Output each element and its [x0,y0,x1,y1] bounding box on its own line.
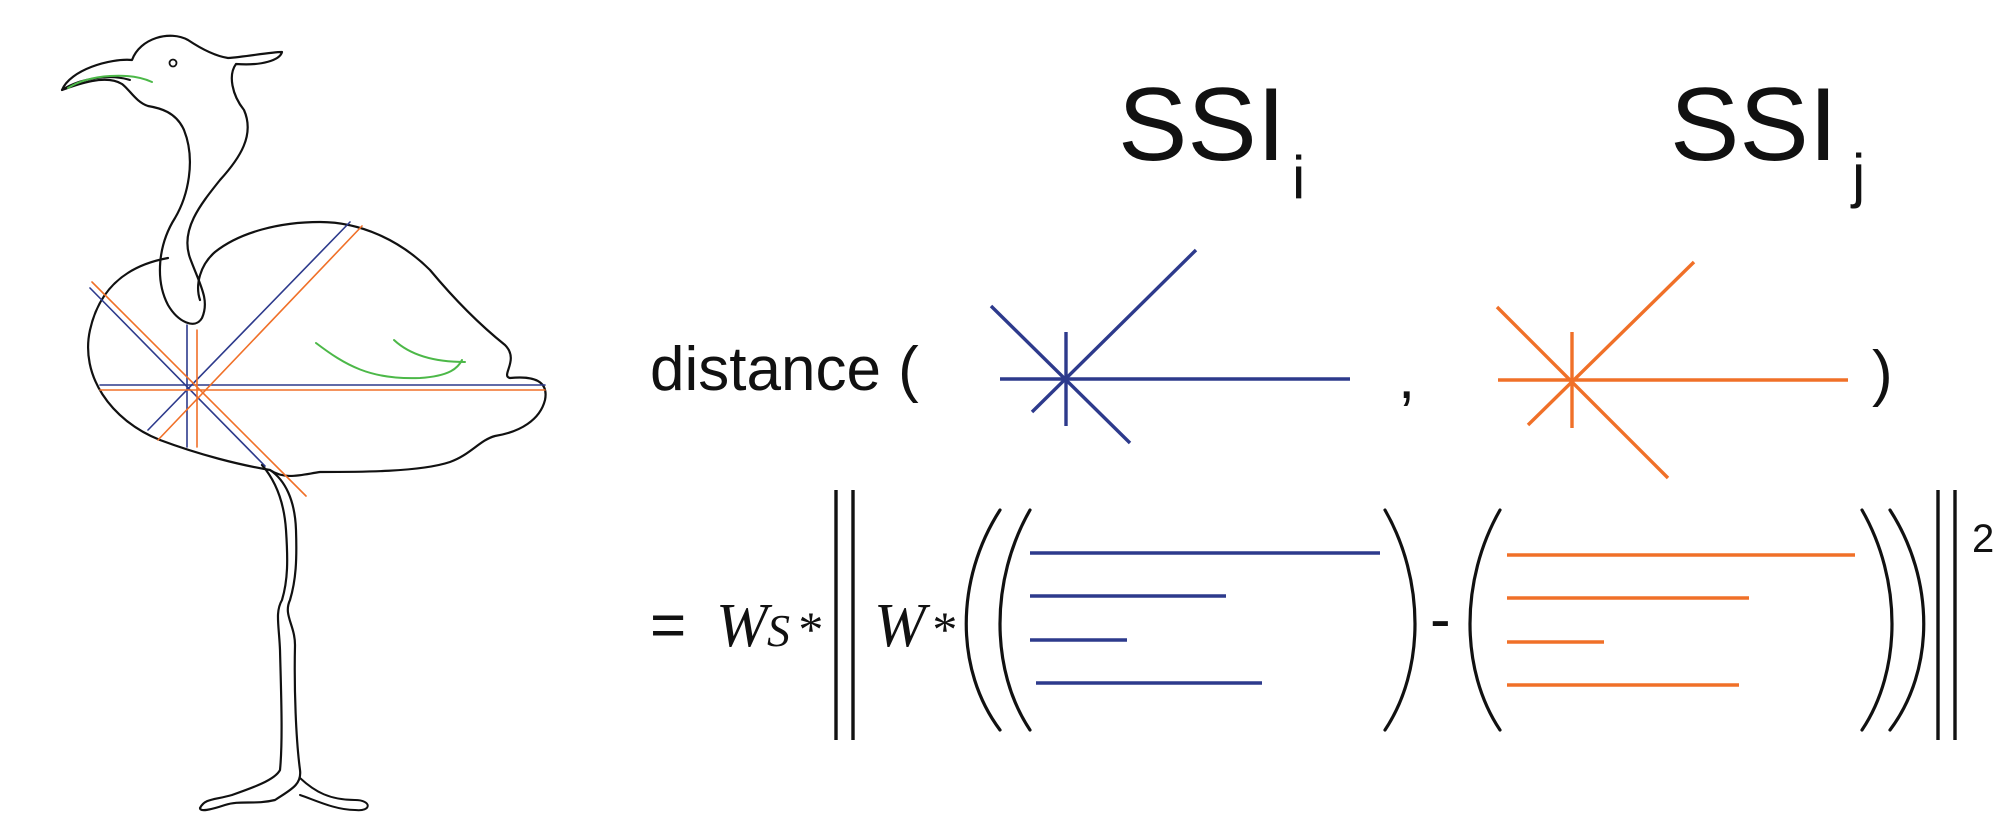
comma-separator: , [1398,343,1415,412]
minus-sign: - [1430,585,1451,654]
bird-body [87,220,547,477]
norm-bars-left [834,490,855,740]
multiply-star-2: * [930,601,955,657]
bird-blue-diag-up [147,221,351,431]
star-i-diag-down [989,304,1132,445]
bird-wing-green-1 [315,342,463,380]
bird-ssi-orange-lines [91,225,546,497]
ssi-j-vector [1507,553,1855,687]
weight-ws-subscript: S [767,605,790,656]
star-j-diag-up [1526,260,1696,427]
norm-bars-right [1936,490,1957,740]
ssi-i-label: SSI [1118,67,1286,183]
ssi-headings: SSI i SSI j [1118,67,1865,211]
multiply-star-1: * [796,601,821,657]
distance-label: distance ( [650,335,919,404]
ssi-i-base: SSI [1118,67,1286,183]
weight-w: W [874,592,931,660]
ssi-i-vector [1030,551,1380,685]
ssi-i-subscript: i [1292,144,1305,211]
bird-foot [299,777,369,812]
bird-outline [60,34,284,325]
distance-close-paren: ) [1872,339,1893,408]
squared-exponent: 2 [1972,517,1994,561]
brackets [964,508,1926,732]
bird-wing-green-2 [393,339,466,363]
ssi-j-label: SSI [1670,67,1838,183]
ssi-j-star-glyph [1495,260,1848,480]
equals-sign: = [650,591,686,660]
bird-orange-diag-up [157,225,363,441]
star-j-diag-down [1495,305,1670,480]
star-i-diag-up [1030,248,1198,414]
bird-eye [168,58,178,68]
weight-ws: W [716,592,773,660]
bird-orange-diag-down [91,281,307,497]
bird-wing-green [315,339,466,380]
bird-blue-diag-down [89,287,266,467]
inner-close-paren-j [1860,508,1894,732]
outer-close-paren [1888,508,1926,732]
bird-leg [198,463,302,812]
outer-open-paren [964,508,1002,732]
inner-open-paren-j [1468,508,1502,732]
ssi-j-base: SSI [1670,67,1838,183]
ssi-j-subscript: j [1850,142,1865,209]
ssi-i-star-glyph [989,248,1350,445]
bird-beak-green [67,74,153,89]
inner-close-paren-i [1383,508,1417,732]
inner-open-paren-i [998,508,1032,732]
bird-illustration [60,34,547,812]
bird-ssi-blue-lines [89,221,546,467]
